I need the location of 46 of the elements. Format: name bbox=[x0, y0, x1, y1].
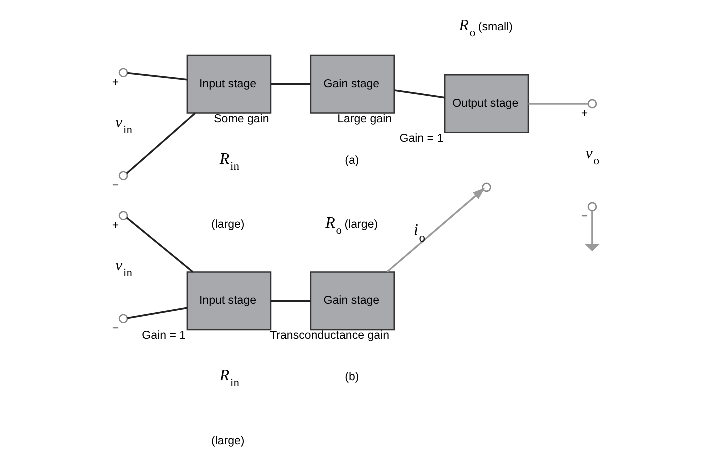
node-label: + bbox=[580, 108, 588, 120]
label: (b) bbox=[344, 372, 359, 384]
label: R$_{in}$ bbox=[219, 368, 240, 390]
node-label: Large gain bbox=[337, 114, 392, 126]
label: (large) bbox=[210, 435, 244, 448]
node-label: − bbox=[112, 180, 119, 192]
node-circle bbox=[118, 68, 128, 78]
label: (a) bbox=[344, 154, 359, 167]
node-box: Output stage bbox=[444, 74, 529, 134]
connector bbox=[270, 300, 310, 302]
node-circle bbox=[587, 99, 597, 109]
connector bbox=[270, 84, 310, 86]
label: R$_{o}$ (small) bbox=[458, 18, 513, 40]
node-box: Input stage bbox=[186, 272, 272, 331]
label: v$_{in}$ bbox=[115, 114, 132, 136]
label: R$_{o}$ (large) bbox=[325, 214, 378, 237]
node-circle bbox=[118, 211, 128, 220]
edge-label: i$_{o}$ bbox=[413, 222, 425, 245]
connector bbox=[591, 211, 593, 245]
connector bbox=[394, 90, 445, 99]
node-label: Gain = 1 bbox=[399, 133, 444, 146]
connector bbox=[127, 307, 187, 320]
node-label: + bbox=[112, 220, 119, 232]
connector bbox=[126, 217, 194, 273]
node-circle bbox=[118, 171, 128, 181]
connector bbox=[127, 72, 187, 81]
node-box: Input stage bbox=[186, 54, 272, 114]
node-box: Gain stage bbox=[310, 54, 395, 114]
connector bbox=[528, 103, 588, 105]
node-label: Some gain bbox=[214, 114, 269, 126]
node-box: Gain stage bbox=[310, 272, 395, 331]
label: R$_{in}$ bbox=[219, 150, 240, 173]
node-label: − bbox=[112, 323, 119, 336]
label: v$_{o}$ bbox=[585, 145, 600, 168]
connector bbox=[126, 112, 196, 174]
node-circle bbox=[587, 202, 597, 212]
node-label: − bbox=[580, 211, 588, 224]
node-circle bbox=[118, 314, 128, 324]
node-label: Gain = 1 bbox=[142, 330, 186, 342]
node-label: + bbox=[112, 77, 119, 90]
arrow bbox=[386, 188, 485, 273]
label: v$_{in}$ bbox=[115, 257, 132, 280]
node-label: Transconductance gain bbox=[270, 330, 390, 342]
label: (large) bbox=[210, 218, 244, 231]
node-circle bbox=[482, 182, 491, 192]
node-ground bbox=[584, 244, 600, 252]
